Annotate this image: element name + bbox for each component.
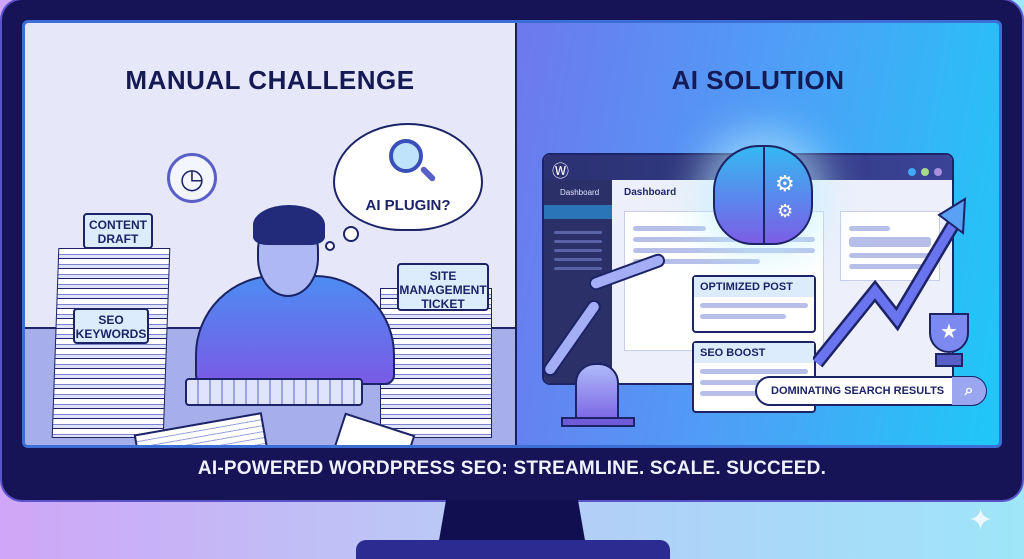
sidebar-item-posts-active[interactable] xyxy=(544,205,612,219)
panel-title-manual: MANUAL CHALLENGE xyxy=(125,65,415,95)
monitor-screen: MANUAL CHALLENGE ◷ AI PLUGIN? CONTENT DR… xyxy=(22,20,1002,448)
trophy-base xyxy=(935,353,963,367)
monitor-stand-base xyxy=(356,540,670,559)
gear-icon-small: ⚙ xyxy=(777,201,794,221)
search-results-bar[interactable]: DOMINATING SEARCH RESULTS ⌕ xyxy=(755,376,987,406)
window-dot-blue[interactable] xyxy=(908,168,916,176)
person-hair xyxy=(253,205,325,245)
gear-icon: ⚙ xyxy=(775,171,795,196)
search-button[interactable]: ⌕ xyxy=(952,377,986,405)
robot-base xyxy=(575,363,619,423)
clock-icon: ◷ xyxy=(167,153,217,203)
wordpress-logo-icon: Ⓦ xyxy=(552,162,569,181)
magnifier-icon xyxy=(389,139,423,173)
wp-page-header: Dashboard xyxy=(624,187,677,198)
sparkle-icon: ✦ xyxy=(968,504,994,537)
thought-bubble: AI PLUGIN? xyxy=(333,123,483,231)
label-seo-keywords: SEO KEYWORDS xyxy=(73,308,149,344)
tagline: AI-POWERED WORDPRESS SEO: STREAMLINE. SC… xyxy=(197,458,827,479)
ai-solution-panel: AI SOLUTION Ⓦ Dashboard Dashboard xyxy=(515,23,999,445)
keyboard xyxy=(185,378,363,406)
label-site-management: SITE MANAGEMENT TICKET xyxy=(397,263,489,311)
search-icon: ⌕ xyxy=(964,382,974,399)
robot-foot xyxy=(561,417,635,427)
panel-title-ai: AI SOLUTION xyxy=(671,65,845,95)
monitor-frame: MANUAL CHALLENGE ◷ AI PLUGIN? CONTENT DR… xyxy=(2,0,1022,500)
window-dot-purple[interactable] xyxy=(934,168,942,176)
search-bar-text: DOMINATING SEARCH RESULTS xyxy=(771,385,945,397)
thought-dot-1 xyxy=(343,226,359,242)
optimized-post-card: OPTIMIZED POST xyxy=(692,275,816,333)
ai-brain-icon: ⚙ ⚙ xyxy=(713,145,813,245)
trophy-icon: ★ xyxy=(929,313,969,353)
label-content-draft: CONTENT DRAFT xyxy=(83,213,153,249)
window-controls xyxy=(903,163,942,181)
thought-text: AI PLUGIN? xyxy=(365,197,451,214)
window-dot-green[interactable] xyxy=(921,168,929,176)
magnifier-handle xyxy=(419,165,437,183)
manual-challenge-panel: MANUAL CHALLENGE ◷ AI PLUGIN? CONTENT DR… xyxy=(25,23,515,445)
paper-stack-right xyxy=(380,288,492,438)
sidebar-item-dashboard[interactable]: Dashboard xyxy=(560,188,600,197)
growth-arrow-icon xyxy=(813,197,967,368)
thought-dot-2 xyxy=(325,241,335,251)
sidebar-menu-placeholder xyxy=(544,219,612,282)
